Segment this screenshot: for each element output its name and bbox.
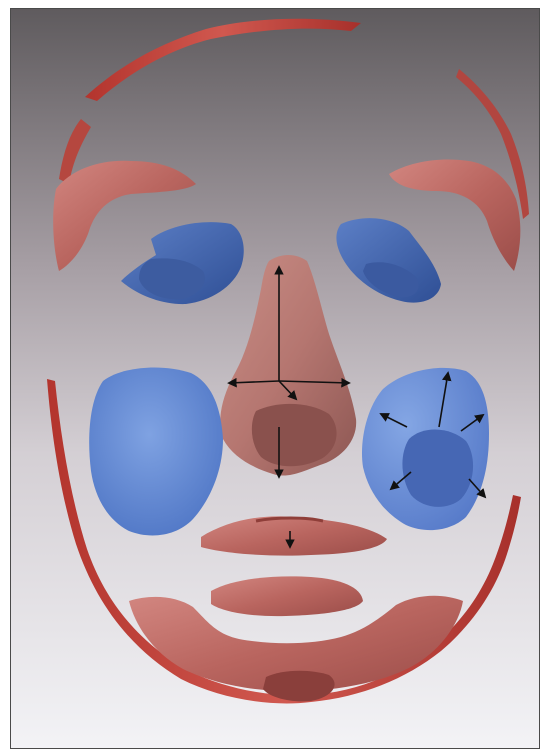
cheek-right-inner <box>402 429 473 506</box>
face-displacement-figure <box>10 8 540 749</box>
nose-tip-shade <box>252 404 337 466</box>
face-map-svg <box>11 9 540 749</box>
